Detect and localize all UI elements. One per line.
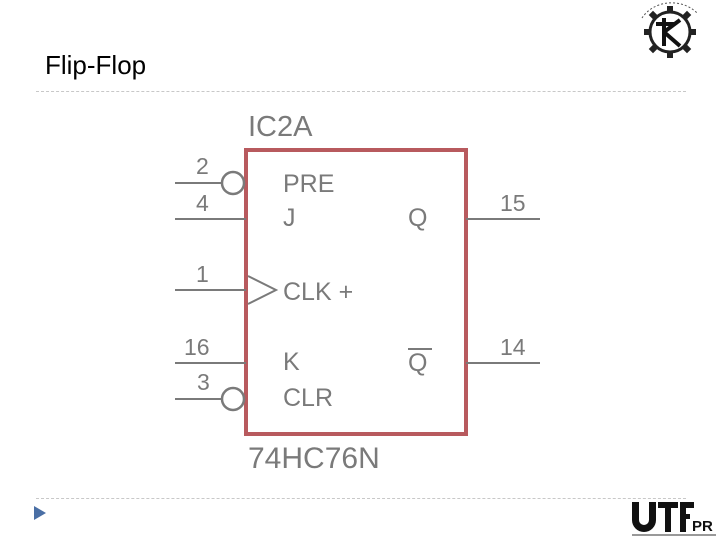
j-label: J (283, 204, 296, 232)
footer-divider (36, 498, 686, 499)
clr-inversion-bubble (220, 386, 246, 412)
clk-label: CLK + (283, 278, 354, 306)
q-label: Q (408, 204, 428, 232)
component-part-number: 74HC76N (248, 442, 380, 475)
ic-body-outline (244, 148, 468, 436)
component-reference: IC2A (248, 111, 313, 143)
k-pin-number: 16 (184, 334, 210, 360)
title-divider (36, 91, 686, 92)
utfpr-logo-text: PR (692, 518, 713, 535)
pre-pin-number: 2 (196, 153, 209, 179)
j-pin-number: 4 (196, 190, 209, 216)
clr-label: CLR (283, 384, 334, 412)
pre-inversion-bubble (220, 170, 246, 196)
clk-pin-number: 1 (196, 261, 209, 287)
gear-emblem-icon (641, 2, 699, 58)
qbar-label: Q (408, 349, 428, 377)
qbar-pin-number: 14 (500, 334, 526, 360)
q-pin-number: 15 (500, 190, 526, 216)
pre-label: PRE (283, 170, 335, 198)
bullet-arrow-icon (34, 506, 46, 520)
utfpr-logo: PR (632, 502, 716, 536)
k-label: K (283, 348, 300, 376)
clr-pin-number: 3 (197, 369, 210, 395)
slide-title: Flip-Flop (45, 50, 147, 80)
clock-triangle-icon (247, 275, 279, 305)
